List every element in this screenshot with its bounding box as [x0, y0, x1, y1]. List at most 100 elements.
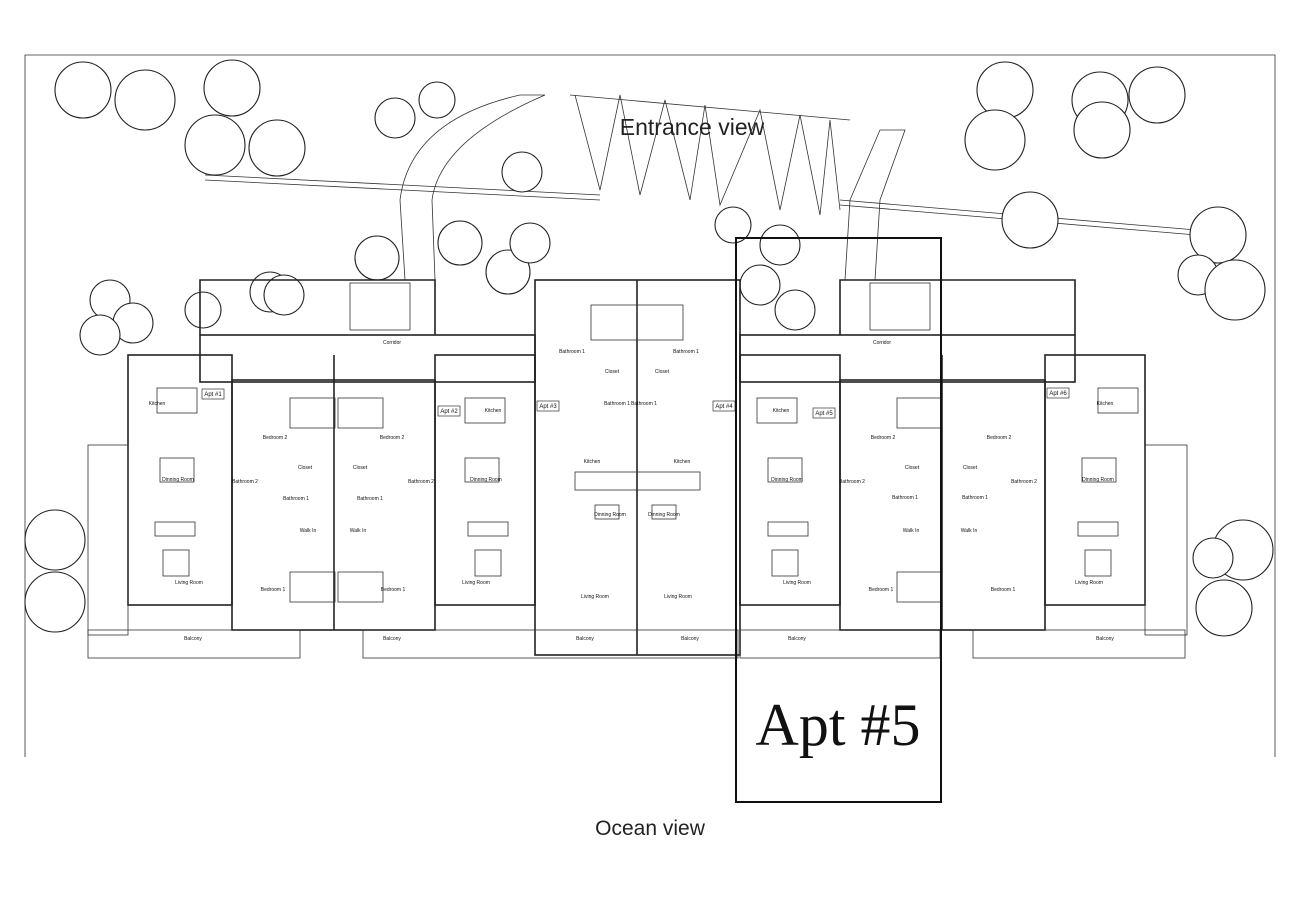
- room-label: Closet: [655, 369, 670, 375]
- tree-icon: [739, 264, 781, 306]
- furniture-item: [467, 521, 509, 537]
- room-label: Bedroom 1: [869, 587, 894, 593]
- room-label: Balcony: [184, 636, 202, 642]
- furniture-item: [162, 549, 190, 577]
- tree-icon: [114, 69, 176, 131]
- room-label: Living Room: [783, 580, 811, 586]
- room-label: Dinning Room: [648, 512, 680, 518]
- furniture-item: [156, 387, 198, 414]
- room-label: Corridor: [873, 340, 891, 346]
- furniture-item: [337, 571, 384, 603]
- furniture-item: [771, 549, 799, 577]
- room-label: Walk In: [300, 528, 317, 534]
- room-label: Dinning Room: [1082, 477, 1114, 483]
- apt-5-highlight-label: Apt #5: [756, 692, 921, 758]
- room-label: Kitchen: [674, 459, 691, 465]
- furniture-item: [767, 457, 803, 483]
- tree-icon: [1073, 101, 1131, 159]
- room-label: Closet: [905, 465, 920, 471]
- furniture-item: [464, 457, 500, 483]
- room-label: Bedroom 2: [987, 435, 1012, 441]
- furniture-item: [1084, 549, 1112, 577]
- furniture-item: [474, 549, 502, 577]
- room-label: Corridor: [383, 340, 401, 346]
- room-label: Bathroom 2: [232, 479, 258, 485]
- tree-icon: [1001, 191, 1059, 249]
- furniture-item: [767, 521, 809, 537]
- room-label: Closet: [353, 465, 368, 471]
- furniture-item: [289, 397, 336, 429]
- room-label: Bathroom 1: [673, 349, 699, 355]
- room-label: Living Room: [175, 580, 203, 586]
- room-label: Dinning Room: [771, 477, 803, 483]
- room-label: Walk In: [903, 528, 920, 534]
- room-label: Kitchen: [149, 401, 166, 407]
- furniture-item: [1081, 457, 1117, 483]
- room-label: Bathroom 1: [604, 401, 630, 407]
- room-label: Balcony: [383, 636, 401, 642]
- tree-icon: [354, 235, 400, 281]
- tree-icon: [24, 571, 86, 633]
- furniture-item: [574, 471, 701, 491]
- furniture-item: [896, 571, 943, 603]
- tree-icon: [509, 222, 551, 264]
- entrance-view-label: Entrance view: [620, 114, 765, 140]
- room-label: Dinning Room: [162, 477, 194, 483]
- tree-icon: [485, 249, 531, 295]
- building-walls: [87, 279, 1188, 659]
- room-label: Balcony: [681, 636, 699, 642]
- room-label: Bedroom 1: [261, 587, 286, 593]
- tree-icon: [374, 97, 416, 139]
- tree-icon: [1192, 537, 1234, 579]
- room-label: Bathroom 2: [408, 479, 434, 485]
- room-label: Bedroom 2: [380, 435, 405, 441]
- room-label: Bedroom 1: [381, 587, 406, 593]
- furniture-item: [464, 397, 506, 424]
- furniture-item: [159, 457, 195, 483]
- apartment-tag: Apt #6: [1049, 391, 1067, 397]
- furniture-item: [337, 397, 384, 429]
- landscape-trees: [24, 59, 1274, 637]
- room-label: Bathroom 2: [1011, 479, 1037, 485]
- tree-icon: [1128, 66, 1186, 124]
- tree-icon: [79, 314, 121, 356]
- tree-icon: [714, 206, 752, 244]
- tree-icon: [501, 151, 543, 193]
- room-label: Bathroom 1: [892, 495, 918, 501]
- room-label: Living Room: [581, 594, 609, 600]
- room-label: Walk In: [350, 528, 367, 534]
- room-label: Walk In: [961, 528, 978, 534]
- room-label: Kitchen: [773, 408, 790, 414]
- tree-icon: [1195, 579, 1253, 637]
- tree-icon: [437, 220, 483, 266]
- tree-icon: [1204, 259, 1266, 321]
- tree-icon: [759, 224, 801, 266]
- tree-icon: [774, 289, 816, 331]
- tree-icon: [184, 114, 246, 176]
- furniture: [154, 304, 1139, 603]
- apartment-tag: Apt #5: [815, 411, 833, 417]
- room-label: Kitchen: [1097, 401, 1114, 407]
- room-label: Bedroom 2: [871, 435, 896, 441]
- apartment-tag: Apt #1: [204, 392, 222, 398]
- ocean-view-label: Ocean view: [595, 817, 706, 840]
- tree-icon: [24, 509, 86, 571]
- room-label: Bathroom 1: [559, 349, 585, 355]
- furniture-item: [289, 571, 336, 603]
- apartment-tag-box: [201, 388, 225, 400]
- furniture-item: [594, 504, 620, 520]
- tree-icon: [976, 61, 1034, 119]
- apartment-tag-box: [437, 405, 461, 417]
- room-label: Bathroom 1: [962, 495, 988, 501]
- apartment-tag: Apt #4: [715, 404, 733, 410]
- room-label: Kitchen: [584, 459, 601, 465]
- room-label: Living Room: [1075, 580, 1103, 586]
- room-label: Balcony: [576, 636, 594, 642]
- tree-icon: [964, 109, 1026, 171]
- room-label: Bedroom 2: [263, 435, 288, 441]
- room-label: Bathroom 1: [631, 401, 657, 407]
- apartment-tag: Apt #2: [440, 409, 458, 415]
- room-label: Bedroom 1: [991, 587, 1016, 593]
